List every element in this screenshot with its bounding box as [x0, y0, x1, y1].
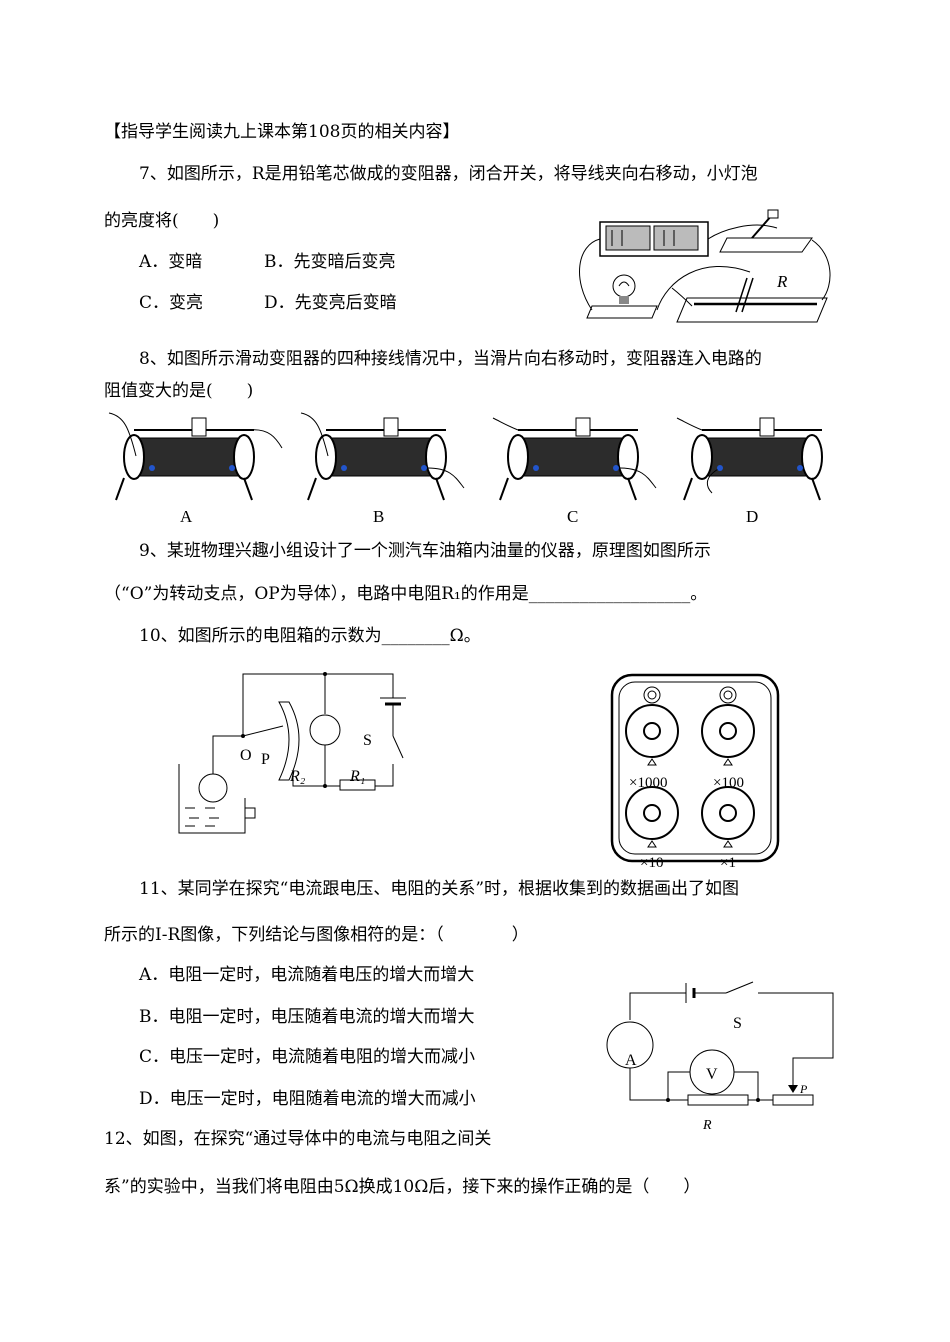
q8-stem-line1: 8、如图所示滑动变阻器的四种接线情况中，当滑片向右移动时，变阻器连入电路的 [139, 349, 762, 369]
q11-option-c: C．电压一定时，电流随着电阻的增大而减小 [139, 1047, 476, 1067]
q11-circuit-figure [606, 981, 834, 1106]
q12-stem-line2: 系”的实验中，当我们将电阻由5Ω换成10Ω后，接下来的操作正确的是（ ） [104, 1177, 701, 1197]
q11-label-p: P [800, 1082, 808, 1096]
q8-label-a: A [180, 507, 193, 526]
q7-stem-line1: 7、如图所示，R是用铅笔芯做成的变阻器，闭合开关，将导线夹向右移动，小灯泡 [139, 164, 758, 184]
q7-option-b: B．先变暗后变亮 [264, 252, 396, 272]
q12-stem-line1: 12、如图，在探究“通过导体中的电流与电阻之间关 [104, 1129, 492, 1149]
q9-label-r2: R₂ [290, 768, 306, 785]
q11-option-b: B．电阻一定时，电压随着电流的增大而增大 [139, 1007, 475, 1027]
q7-option-c: C．变亮 [139, 293, 204, 313]
q7-option-d: D．先变亮后变暗 [264, 293, 397, 313]
q11-option-a: A．电阻一定时，电流随着电压的增大而增大 [139, 965, 475, 985]
q8-stem-line2: 阻值变大的是( ) [104, 381, 254, 401]
q8-label-c: C [567, 507, 579, 526]
q10-resistance-box-figure [610, 673, 780, 863]
q8-rheostat-c [492, 417, 657, 501]
q10-mult-1: ×1 [720, 855, 736, 871]
q8-label-b: B [373, 507, 385, 526]
q8-rheostat-a [108, 412, 283, 501]
q8-rheostat-d [676, 417, 823, 501]
q8-label-d: D [746, 507, 759, 526]
q11-stem-line1: 11、某同学在探究“电流跟电压、电阻的关系”时，根据收集到的数据画出了如图 [139, 879, 740, 899]
q8-rheostat-b [300, 412, 465, 501]
q11-label-voltmeter: V [706, 1066, 718, 1083]
q9-label-o: O [240, 747, 252, 764]
q7-option-a: A．变暗 [139, 252, 203, 272]
q11-label-s: S [733, 1015, 742, 1032]
q11-option-d: D．电压一定时，电阻随着电流的增大而减小 [139, 1089, 476, 1109]
q9-stem-line1: 9、某班物理兴趣小组设计了一个测汽车油箱内油量的仪器，原理图如图所示 [139, 541, 711, 561]
q10-mult-100: ×100 [713, 775, 744, 791]
q7-circuit-figure [579, 209, 831, 323]
q7-figure-label-r: R [777, 272, 788, 291]
q10-stem: 10、如图所示的电阻箱的示数为________Ω。 [139, 626, 481, 646]
q9-fuel-gauge-figure [178, 672, 406, 834]
q10-mult-10: ×10 [640, 855, 664, 871]
q9-stem-line2: （“O”为转动支点，OP为导体），电路中电阻R₁的作用是____________… [104, 584, 708, 604]
q10-mult-1000: ×1000 [629, 775, 668, 791]
q9-label-r1: R₁ [350, 768, 366, 785]
q11-label-r: R [703, 1118, 712, 1133]
q11-stem-line2: 所示的I-R图像，下列结论与图像相符的是：（ ） [104, 925, 529, 945]
q9-label-p: P [261, 751, 270, 768]
q11-label-ammeter: A [625, 1052, 637, 1069]
section-header: 【指导学生阅读九上课本第108页的相关内容】 [104, 122, 460, 142]
q9-label-s: S [363, 732, 372, 749]
q7-stem-line2: 的亮度将( ) [104, 211, 220, 231]
